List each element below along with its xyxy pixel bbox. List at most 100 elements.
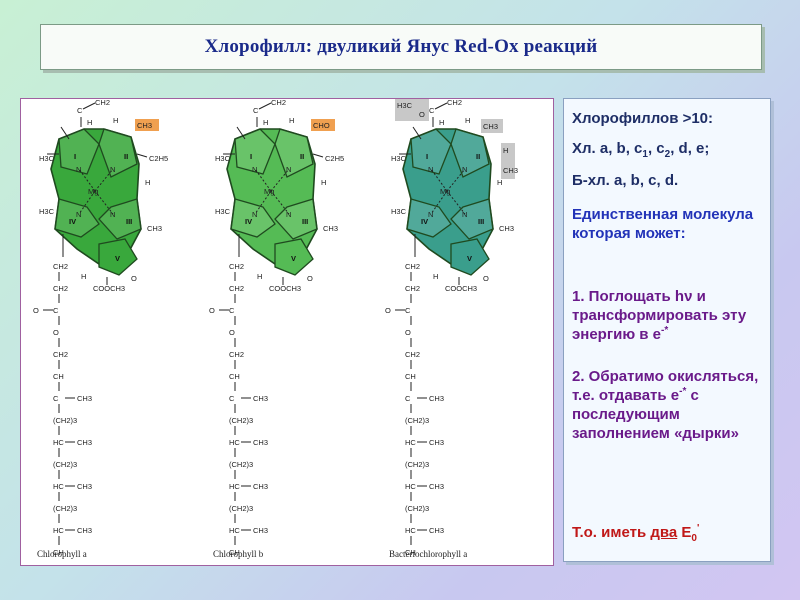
ring-number-4: IV — [69, 217, 76, 226]
chain-label: CH2 — [229, 284, 244, 293]
chain-label: CH — [405, 372, 416, 381]
mg-n-bond — [430, 168, 448, 192]
h-label: H — [257, 272, 262, 281]
ch3-highlight-label: CH3 — [483, 122, 498, 131]
ring-number-1: I — [250, 152, 252, 161]
h-label: H — [497, 178, 502, 187]
chain-label: C — [405, 394, 411, 403]
carbonyl-o-label: O — [209, 306, 215, 315]
nitrogen-label: N — [252, 210, 257, 219]
bond-line — [136, 153, 148, 158]
h-label: H — [113, 116, 118, 125]
nitrogen-label: N — [286, 165, 291, 174]
ring-number-2: II — [300, 152, 304, 161]
ring-number-3: III — [478, 217, 484, 226]
h-label: H — [145, 178, 150, 187]
highlight-box — [395, 99, 429, 121]
chain-label: (CH2)3 — [53, 504, 77, 513]
pyrrole-ring-2 — [274, 128, 314, 178]
ch3-label: CH3 — [503, 166, 518, 175]
ring-number-2: II — [476, 152, 480, 161]
highlight-group-label: CHO — [313, 121, 330, 130]
highlight-box — [135, 119, 159, 131]
c-label: C — [429, 106, 435, 115]
chain-label: CH — [53, 548, 64, 557]
molecule-name-label: Chlorophyll a — [37, 549, 87, 559]
ring-v — [98, 238, 138, 276]
h-label: H — [81, 272, 86, 281]
pyrrole-ring-3 — [450, 198, 494, 240]
chain-methyl-label: CH3 — [253, 482, 268, 491]
methyl-label: CH3 — [323, 224, 338, 233]
methyl-label: H3C — [215, 154, 231, 163]
methyl-label: CH3 — [147, 224, 162, 233]
bond-line — [412, 126, 422, 140]
h-label: H — [433, 272, 438, 281]
ch2-label: CH2 — [271, 99, 286, 107]
info-chl-types-line: Хл. a, b, c1, c2, d, e; — [572, 139, 766, 160]
h-highlight-label: H — [503, 146, 508, 155]
chain-label: HC — [229, 482, 240, 491]
bond-line — [236, 126, 246, 140]
pyrrole-ring-1 — [58, 128, 100, 175]
pyrrole-ring-3 — [274, 198, 318, 240]
chain-label: O — [229, 328, 235, 337]
ethyl-label: C2H5 — [149, 154, 168, 163]
info-panel: Хлорофиллов >10: Хл. a, b, c1, c2, d, e;… — [563, 98, 771, 562]
pyrrole-ring-4 — [406, 198, 452, 238]
carbonyl-o-label: O — [33, 306, 39, 315]
absorb-sup: -* — [661, 325, 669, 336]
methyl-label: H3C — [215, 207, 231, 216]
two-potentials-text: Т.о. иметь — [572, 524, 651, 541]
pyrrole-ring-1 — [234, 128, 276, 175]
c-label: C — [77, 106, 83, 115]
chl-types-c: , d, e; — [670, 140, 710, 157]
chain-label: C — [53, 394, 59, 403]
h-label: H — [439, 118, 444, 127]
highlight-box — [311, 119, 335, 131]
chain-label: (CH2)3 — [53, 416, 77, 425]
chain-label: CH2 — [405, 284, 420, 293]
c-label: C — [253, 106, 259, 115]
chain-label: C — [229, 394, 235, 403]
ring-number-2: II — [124, 152, 128, 161]
bond-line — [60, 126, 70, 140]
info-paragraph-unique: Единственная молекула которая может: — [572, 205, 766, 243]
h-label: H — [87, 118, 92, 127]
pyrrole-ring-4 — [230, 198, 276, 238]
chain-methyl-label: CH3 — [77, 482, 92, 491]
methyl-label: CH3 — [499, 224, 514, 233]
chain-methyl-label: CH3 — [253, 438, 268, 447]
chain-methyl-label: CH3 — [253, 394, 268, 403]
nitrogen-label: N — [76, 165, 81, 174]
h-label: H — [465, 116, 470, 125]
chain-label: CH — [229, 548, 240, 557]
pyrrole-ring-2 — [450, 128, 490, 178]
chain-methyl-label: CH3 — [429, 438, 444, 447]
slide-title: Хлорофилл: двуликий Янус Red-Ox реакций — [204, 36, 598, 57]
e-sup-prime: ' — [696, 523, 700, 534]
mg-n-bond — [78, 190, 96, 215]
chain-label: CH2 — [53, 284, 68, 293]
info-paragraph-two-potentials: Т.о. иметь два E0' — [572, 523, 766, 544]
ring-number-4: IV — [421, 217, 428, 226]
nitrogen-label: N — [428, 165, 433, 174]
mg-n-bond — [446, 190, 466, 215]
nitrogen-label: N — [110, 210, 115, 219]
chain-methyl-label: CH3 — [429, 394, 444, 403]
info-bchl-types-line: Б-хл. a, b, c, d. — [572, 171, 766, 190]
molecule-name-label: Chlorophyll b — [213, 549, 264, 559]
nitrogen-label: N — [462, 210, 467, 219]
ring-number-5: V — [467, 254, 472, 263]
ester-label: COOCH3 — [269, 284, 301, 293]
ring-number-5: V — [115, 254, 120, 263]
chain-label: (CH2)3 — [53, 460, 77, 469]
info-count-text: Хлорофиллов >10: — [572, 110, 714, 127]
chain-label: O — [53, 328, 59, 337]
chain-methyl-label: CH3 — [77, 438, 92, 447]
nitrogen-label: N — [110, 165, 115, 174]
chain-label: CH2 — [229, 350, 244, 359]
carbonyl-o-label: O — [385, 306, 391, 315]
